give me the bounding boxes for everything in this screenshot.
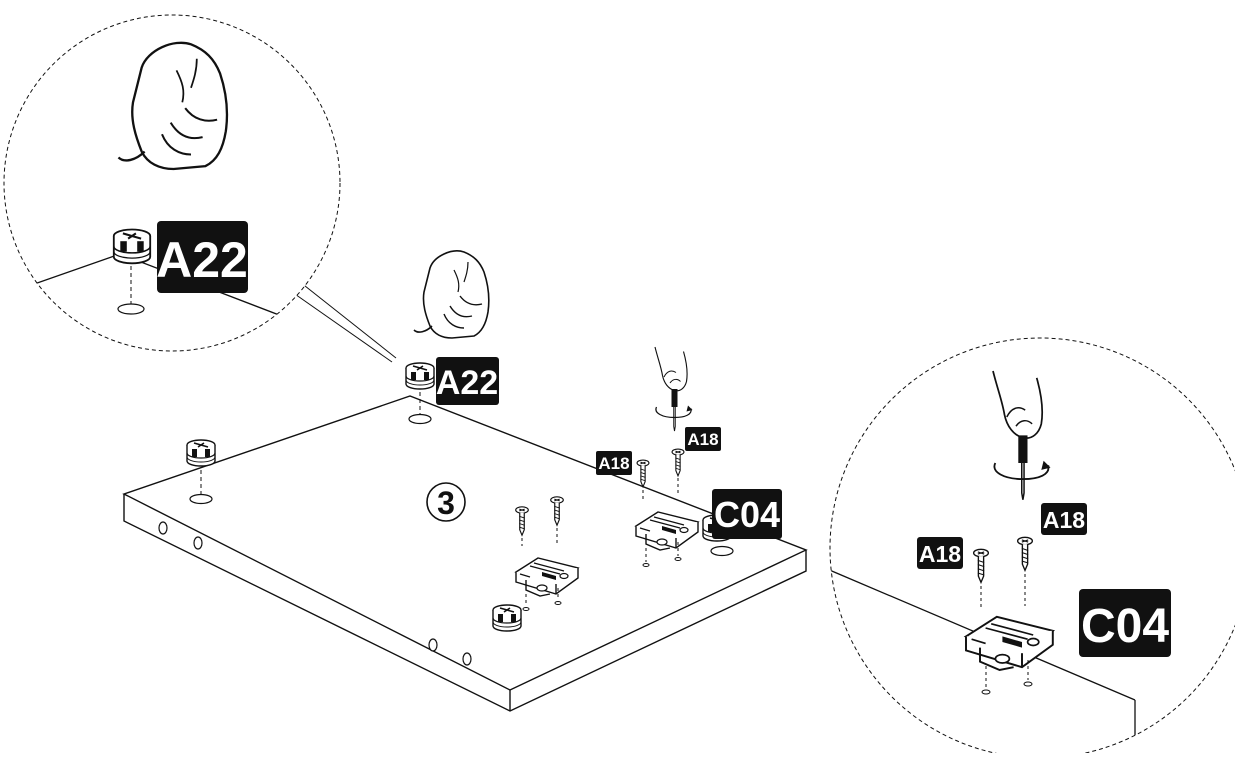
hand-pressing-icon [413,250,490,339]
drill-hole-icon [710,545,734,557]
part-label-text: A18 [687,430,718,449]
wood-screw-icon [636,459,650,488]
edge-hole-icon [428,638,438,652]
zoom-callout-line [291,291,393,363]
part-label-a22-large: A22 [156,221,248,293]
part-label-a18-zoom-driver: A18 [1041,503,1087,535]
drill-hole-icon [408,413,432,425]
part-label-a18-zoom-screws: A18 [917,537,963,569]
shelf-panel [122,395,808,712]
edge-hole-icon [158,521,168,535]
wood-screw-icon [671,448,685,477]
cam-lock-fitting-icon [492,604,522,632]
part-label-a18-driver: A18 [685,427,721,451]
step-number: 3 [437,485,455,521]
part-label-text: A22 [156,232,248,288]
zoom-callout-line [299,281,397,359]
detail-zoom-circle-cam-lock: A22 [3,14,341,352]
part-label-text: A18 [1043,507,1085,533]
step-number-badge: 3 [426,482,466,522]
part-label-a22: A22 [436,357,499,405]
part-label-text: A22 [436,364,498,402]
edge-hole-icon [193,536,203,550]
cam-lock-fitting-icon [405,362,435,390]
part-label-c04-zoom: C04 [1079,589,1171,657]
edge-hole-icon [462,652,472,666]
part-label-text: A18 [919,541,961,567]
drill-hole-icon [117,303,145,315]
screwdriver-hand-icon [654,346,694,432]
part-label-text: A18 [598,454,629,473]
detail-zoom-circle-hinge: A18 A18 C04 [829,337,1235,758]
cam-lock-fitting-icon [112,228,152,265]
part-label-text: C04 [1081,600,1169,653]
part-label-text: C04 [714,494,780,535]
drill-hole-icon [189,493,213,505]
part-label-a18-screws: A18 [596,451,632,475]
part-label-c04: C04 [712,489,782,539]
cam-lock-fitting-icon [186,439,216,467]
